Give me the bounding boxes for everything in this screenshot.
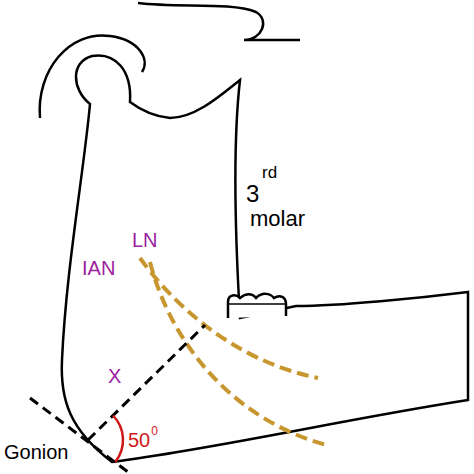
tooth-label: 3 bbox=[246, 182, 259, 206]
landmark-label: Gonion bbox=[4, 442, 69, 462]
tooth-label: molar bbox=[250, 208, 305, 230]
angle-label: 0 bbox=[151, 425, 158, 437]
mandible-outline bbox=[62, 55, 468, 462]
angle-label: 50 bbox=[128, 430, 150, 450]
point-label: X bbox=[108, 366, 121, 386]
third-molar bbox=[228, 294, 286, 318]
molar-line bbox=[228, 303, 286, 305]
nerve-label: IAN bbox=[82, 258, 115, 278]
measurement-line bbox=[88, 325, 205, 440]
skull-base bbox=[138, 3, 300, 40]
nerve-label: LN bbox=[132, 230, 158, 250]
inferior-alveolar-nerve bbox=[150, 262, 330, 446]
lingual-nerve bbox=[140, 258, 318, 378]
angle-arc bbox=[113, 416, 123, 462]
tooth-label: rd bbox=[262, 164, 277, 181]
